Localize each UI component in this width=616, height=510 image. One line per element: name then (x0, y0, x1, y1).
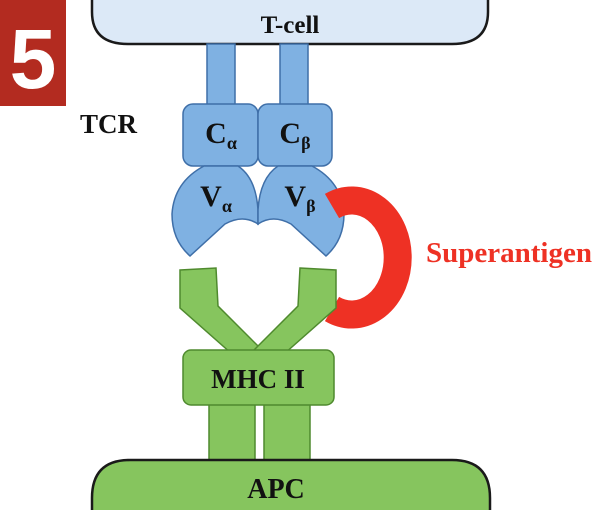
c-alpha-label: Cα (205, 117, 237, 153)
tcr-alpha-stem (206, 43, 236, 107)
c-alpha-subscript: α (227, 133, 237, 153)
c-beta-domain: Cβ (257, 103, 333, 167)
mhc-left-arm (179, 267, 264, 355)
mhc-arms (179, 267, 337, 355)
mhc-ii: MHC II (182, 349, 335, 406)
v-alpha-shape (171, 165, 259, 258)
apc-body (90, 458, 492, 510)
superantigen-label: Superantigen (426, 237, 592, 269)
tcr-beta-stem (279, 43, 309, 107)
c-alpha-domain: Cα (182, 103, 259, 167)
mhc-ii-label: MHC II (211, 364, 305, 394)
tcr-label: TCR (80, 109, 138, 139)
mhc-ii-box (182, 349, 335, 406)
v-alpha-label: Vα (200, 180, 232, 216)
badge-background (0, 0, 66, 106)
t-cell-label: T-cell (261, 12, 320, 39)
v-alpha-domain: Vα (171, 165, 259, 258)
apc: APC (90, 458, 492, 510)
v-beta-domain: Vβ (257, 165, 345, 258)
t-cell-body (90, 0, 490, 46)
v-beta-label: Vβ (284, 180, 315, 216)
t-cell: T-cell (90, 0, 490, 46)
superantigen-arc (324, 186, 412, 329)
v-alpha-subscript: α (222, 196, 232, 216)
badge-number: 5 (10, 12, 57, 106)
c-beta-label: Cβ (279, 117, 310, 153)
mhc-right-arm (252, 267, 337, 355)
c-beta-subscript: β (301, 133, 310, 153)
apc-label: APC (247, 474, 305, 505)
number-badge: 5 (0, 0, 66, 106)
v-beta-subscript: β (306, 196, 315, 216)
